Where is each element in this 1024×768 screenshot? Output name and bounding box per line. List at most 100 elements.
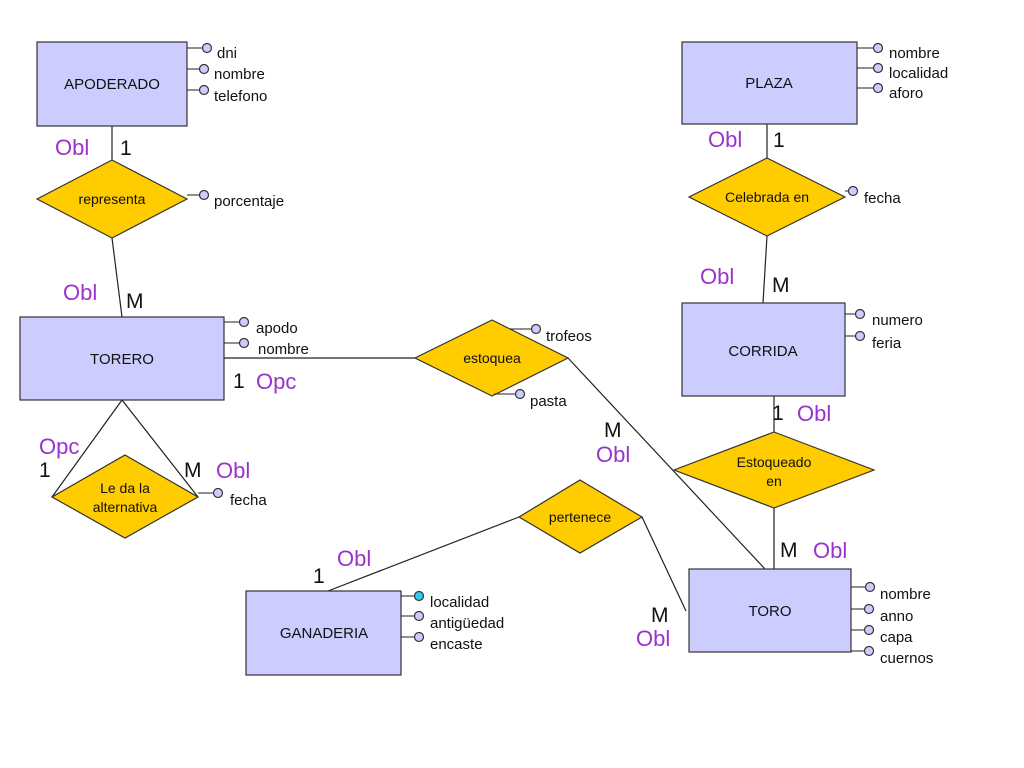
entity-plaza[interactable]: PLAZA nombre localidad aforo (681, 41, 948, 125)
optionality-label: Opc (39, 434, 79, 459)
optionality-label: Obl (708, 127, 742, 152)
attribute-label: feria (872, 335, 902, 352)
relationship-estoquea[interactable]: estoquea trofeos pasta (413, 319, 592, 410)
cardinality-label: 1 (120, 137, 132, 160)
relationship-celebrada-en[interactable]: Celebrada en fecha (687, 157, 901, 237)
cardinality-label: M (184, 459, 202, 482)
attribute-label: aforo (889, 85, 923, 102)
entity-box (681, 41, 858, 125)
relationship-representa[interactable]: representa porcentaje (35, 159, 284, 239)
relationship-label: pertenece (549, 509, 611, 525)
attribute-label: fecha (864, 190, 901, 207)
edge-celebrada-corrida (762, 235, 768, 304)
relationship-label: Celebrada en (725, 189, 809, 205)
attribute-label: localidad (889, 65, 948, 82)
relationship-label: alternativa (93, 499, 158, 515)
relationship-estoqueado-en[interactable]: Estoqueado en (672, 431, 876, 509)
entity-name: TORO (748, 603, 791, 620)
cardinality-label: 1 (233, 370, 245, 393)
attribute-label: encaste (430, 636, 483, 653)
entity-box (688, 568, 852, 653)
cardinality-label: 1 (773, 129, 785, 152)
attribute-dot (863, 603, 875, 615)
entity-name: APODERADO (64, 76, 160, 93)
attribute-label: dni (217, 45, 237, 62)
cardinality-label: M (772, 274, 790, 297)
edge-torero-alternativa-left (51, 399, 123, 498)
cardinality-label: M (126, 290, 144, 313)
cardinality-label: M (604, 419, 622, 442)
relationship-label: estoquea (463, 350, 521, 366)
optionality-label: Obl (700, 264, 734, 289)
relationship-diamond (35, 159, 189, 239)
cardinality-label: 1 (313, 565, 325, 588)
relationship-diamond (517, 479, 644, 554)
attribute-label: apodo (256, 320, 298, 337)
attribute-label: telefono (214, 88, 267, 105)
attribute-dot (854, 308, 866, 320)
relationship-edges (51, 124, 775, 612)
relationship-diamond (413, 319, 570, 397)
attribute-dot (863, 624, 875, 636)
relationship-label: Estoqueado (737, 454, 812, 470)
optionality-label: Obl (216, 458, 250, 483)
optionality-label: Obl (63, 280, 97, 305)
attribute-dot (872, 42, 884, 54)
attribute-dot (854, 330, 866, 342)
entity-ganaderia[interactable]: GANADERIA localidad antigüedad encaste (245, 590, 504, 676)
relationship-label: Le da la (100, 480, 150, 496)
entity-name: PLAZA (745, 75, 793, 92)
cardinality-label: 1 (772, 402, 784, 425)
attribute-dot (238, 337, 250, 349)
relationship-diamond (50, 454, 200, 539)
relationship-le-da-la-alternativa[interactable]: Le da la alternativa fecha (50, 454, 267, 539)
attribute-label: nombre (214, 66, 265, 83)
optionality-label: Obl (596, 442, 630, 467)
attribute-label: fecha (230, 492, 267, 509)
relationship-pertenece[interactable]: pertenece (517, 479, 644, 554)
attribute-label: nombre (889, 45, 940, 62)
entity-box (245, 590, 402, 676)
optionality-label: Opc (256, 369, 296, 394)
attribute-dot (413, 610, 425, 622)
entity-toro[interactable]: TORO nombre anno capa cuernos (688, 568, 933, 667)
entity-name: CORRIDA (728, 343, 797, 360)
edge-estoquea-toro (567, 357, 766, 570)
entity-apoderado[interactable]: APODERADO dni nombre telefono (36, 41, 267, 127)
entity-name: TORERO (90, 351, 154, 368)
cardinality-annotations: Obl 1 Obl M Obl 1 Obl M 1 Opc M Obl 1 Ob… (39, 127, 847, 651)
attribute-label: nombre (258, 341, 309, 358)
relationship-label: en (766, 473, 782, 489)
attribute-dot (872, 82, 884, 94)
attribute-dot (198, 189, 210, 201)
cardinality-label: M (780, 539, 798, 562)
attribute-label: capa (880, 629, 913, 646)
entity-box (19, 316, 225, 401)
entity-corrida[interactable]: CORRIDA numero feria (681, 302, 923, 397)
attribute-label: numero (872, 312, 923, 329)
attribute-label: pasta (530, 393, 567, 410)
attribute-dot (530, 323, 542, 335)
entity-box (681, 302, 846, 397)
attribute-label: porcentaje (214, 193, 284, 210)
attribute-label: anno (880, 608, 913, 625)
attribute-dot (413, 631, 425, 643)
attribute-label: cuernos (880, 650, 933, 667)
relationship-diamond (687, 157, 847, 237)
attribute-label: trofeos (546, 328, 592, 345)
edge-ganaderia-pertenece (327, 516, 520, 592)
key-attribute-dot (413, 590, 425, 602)
attribute-dot (201, 42, 213, 54)
attribute-label: nombre (880, 586, 931, 603)
entity-torero[interactable]: TORERO apodo nombre (19, 316, 309, 401)
attribute-dot (198, 63, 210, 75)
attribute-dot (212, 487, 224, 499)
optionality-label: Obl (797, 401, 831, 426)
attribute-dot (872, 62, 884, 74)
edge-representa-torero (111, 237, 123, 318)
optionality-label: Obl (337, 546, 371, 571)
cardinality-label: M (651, 604, 669, 627)
attribute-label: antigüedad (430, 615, 504, 632)
optionality-label: Obl (55, 135, 89, 160)
